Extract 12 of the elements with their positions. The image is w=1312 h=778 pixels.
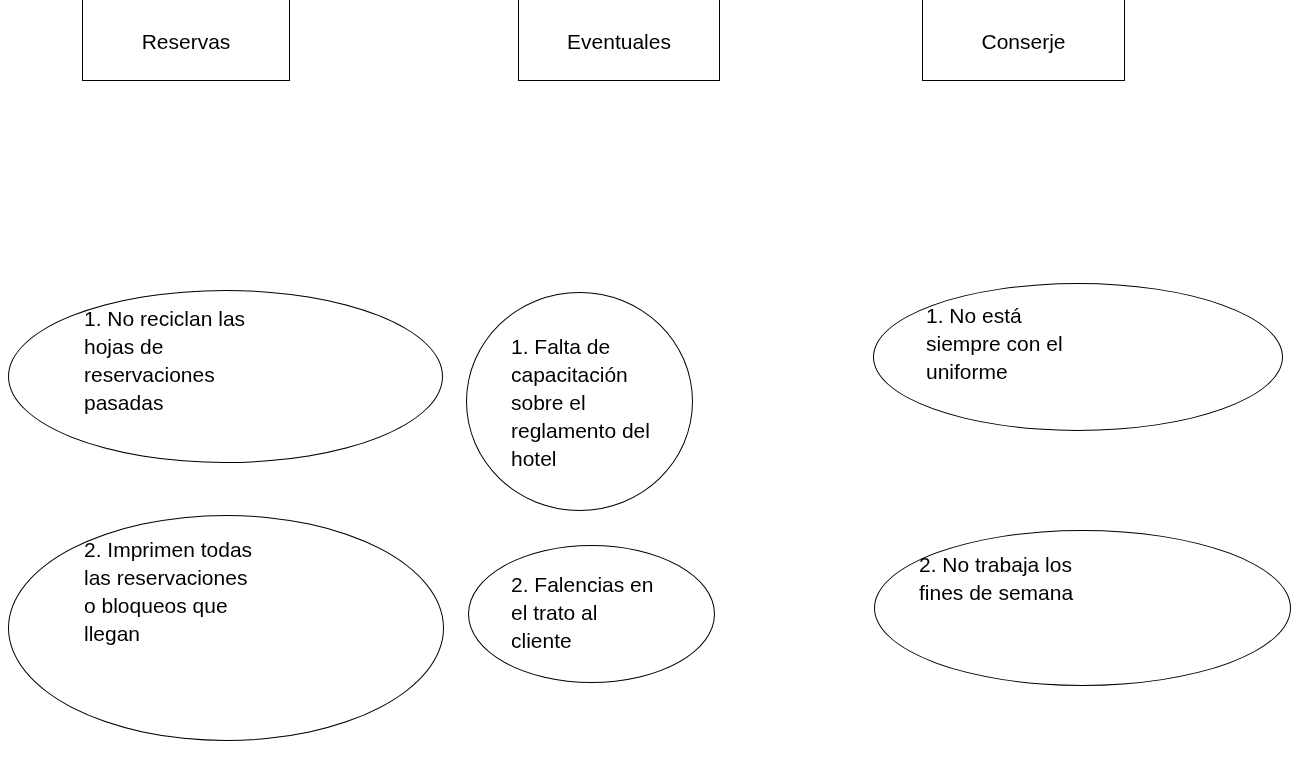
ellipse-text: 1. No está siempre con el uniforme — [926, 303, 1064, 385]
ellipse-text: 2. No trabaja los fines de semana — [919, 552, 1075, 606]
category-box — [922, 0, 1125, 81]
category-box — [518, 0, 720, 81]
ellipse-text: 1. No reciclan las hojas de reservaciones pasadas — [84, 306, 247, 416]
category-box — [82, 0, 290, 81]
ellipse-text: 1. Falta de capacitación sobre el reglamento del hotel — [511, 334, 651, 472]
ellipse-text: 2. Imprimen todas las reservaciones o bloqueos que llegan — [84, 537, 254, 647]
category-title: Conserje — [981, 29, 1066, 54]
category-title: Reservas — [141, 29, 231, 54]
ellipse-text: 2. Falencias en el trato al cliente — [511, 572, 655, 654]
category-title: Eventuales — [567, 29, 671, 54]
